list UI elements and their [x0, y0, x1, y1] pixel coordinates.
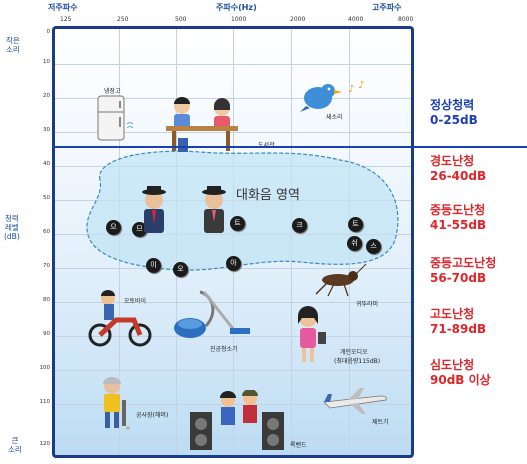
- level-name: 고도난청: [430, 307, 475, 321]
- soft-sound-label: 작은 소리: [6, 36, 20, 54]
- speech-sound-ball: 크: [292, 218, 307, 233]
- freq-tick: 8000: [398, 16, 414, 23]
- speech-area-title: 대화음 영역: [236, 188, 300, 203]
- level-range: 71-89dB: [430, 322, 487, 336]
- library-label: 도서관: [258, 140, 275, 149]
- speech-sound-ball: 으: [106, 220, 121, 235]
- db-tick: 0: [46, 29, 51, 35]
- db-tick: 50: [43, 195, 50, 201]
- speech-sound-ball: 오: [173, 262, 188, 277]
- speech-sound-ball: 므: [132, 222, 147, 237]
- bird-icon: ♪ ♪: [300, 80, 364, 112]
- freq-tick: 125: [60, 16, 72, 23]
- level-moderate: 중등도난청 41-55dB: [430, 203, 486, 233]
- library-icon: [166, 97, 238, 152]
- level-name: 정상청력: [430, 98, 475, 112]
- level-range: 90dB 이상: [430, 373, 491, 387]
- speech-sound-ball: 아: [226, 256, 241, 271]
- level-range: 56-70dB: [430, 271, 487, 285]
- speech-sound-ball: 스: [366, 239, 381, 254]
- normal-hearing-divider: [52, 146, 527, 148]
- db-tick: 110: [39, 399, 51, 405]
- personal-audio-label: 개인오디오: [340, 349, 368, 356]
- motorcycle-icon: [88, 290, 152, 347]
- level-name: 중등고도난청: [430, 256, 497, 270]
- motorcycle-label: 오토바이: [124, 298, 147, 305]
- level-name: 심도난청: [430, 358, 475, 372]
- db-tick: 40: [43, 161, 50, 167]
- db-tick: 20: [43, 93, 50, 99]
- level-normal: 정상청력 0-25dB: [430, 98, 478, 128]
- speech-sound-ball: 트: [348, 217, 363, 232]
- freq-tick: 2000: [290, 16, 306, 23]
- refrigerator-label: 냉장고: [104, 88, 121, 95]
- level-range: 0-25dB: [430, 113, 478, 127]
- db-tick: 10: [43, 59, 50, 65]
- hearing-level-label: 청력 레벨 (dB): [4, 214, 20, 241]
- jet-label: 제트기: [372, 419, 389, 426]
- level-mild: 경도난청 26-40dB: [430, 154, 486, 184]
- svg-text:*: *: [126, 425, 130, 434]
- personal-audio-max-label: (최대음량115dB): [334, 358, 381, 365]
- construction-worker-icon: *: [103, 377, 130, 434]
- conversation-people-icon: [142, 186, 226, 233]
- level-range: 26-40dB: [430, 169, 487, 183]
- level-range: 41-55dB: [430, 218, 487, 232]
- high-frequency-label: 고주파수: [372, 3, 402, 12]
- frequency-title: 주파수(Hz): [216, 3, 257, 12]
- vacuum-cleaner-icon: [174, 290, 250, 338]
- speech-sound-ball: 쉬: [347, 236, 362, 251]
- svg-text:♪: ♪: [348, 84, 354, 95]
- freq-tick: 1000: [231, 16, 247, 23]
- bird-sound-label: 새소리: [326, 114, 343, 121]
- level-severe: 고도난청 71-89dB: [430, 307, 486, 337]
- rock-band-icon: [190, 390, 284, 450]
- speech-sound-ball: 이: [146, 258, 161, 273]
- db-tick: 120: [39, 441, 51, 447]
- refrigerator-icon: [97, 95, 134, 141]
- construction-label: 공사장(해머): [136, 412, 169, 419]
- vacuum-label: 진공청소기: [210, 346, 238, 353]
- db-tick: 30: [43, 127, 50, 133]
- level-moderately-severe: 중등고도난청 56-70dB: [430, 256, 496, 286]
- freq-tick: 500: [175, 16, 187, 23]
- low-frequency-label: 저주파수: [48, 3, 78, 12]
- personal-audio-icon: [298, 306, 326, 362]
- level-name: 경도난청: [430, 154, 475, 168]
- rock-band-label: 록밴드: [290, 442, 307, 449]
- loud-sound-label: 큰 소리: [8, 436, 22, 454]
- freq-tick: 250: [117, 16, 129, 23]
- freq-tick: 4000: [348, 16, 364, 23]
- cricket-label: 귀뚜라미: [356, 301, 379, 308]
- svg-text:♪: ♪: [358, 80, 364, 91]
- db-tick: 90: [43, 331, 50, 337]
- level-profound: 심도난청 90dB 이상: [430, 358, 491, 388]
- db-tick: 60: [43, 229, 50, 235]
- jet-plane-icon: [323, 388, 387, 414]
- cricket-icon: [315, 263, 367, 297]
- level-name: 중등도난청: [430, 203, 486, 217]
- db-tick: 80: [43, 297, 50, 303]
- speech-sound-ball: 트: [230, 216, 245, 231]
- db-tick: 70: [43, 263, 50, 269]
- db-tick: 100: [39, 365, 51, 371]
